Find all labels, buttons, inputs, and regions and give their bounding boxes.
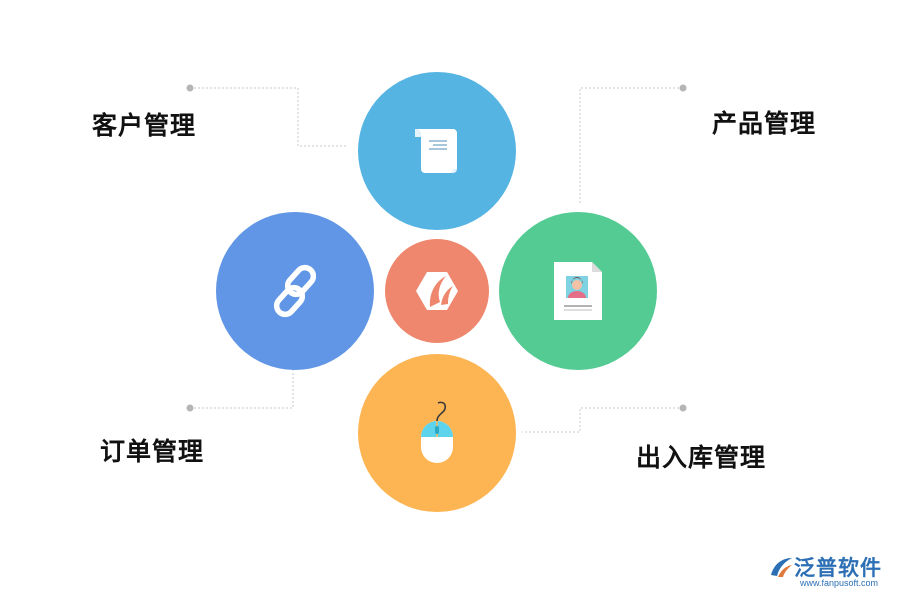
customer-management-label: 客户管理: [92, 111, 197, 140]
center-node: [385, 239, 489, 343]
product-management-label: 产品管理: [712, 109, 817, 138]
brand-logo: 泛普软件: [768, 552, 882, 582]
connector-dot: [679, 404, 687, 412]
customer-node: [358, 72, 516, 230]
product-node: [499, 212, 657, 370]
profile-card-icon: [554, 262, 602, 320]
mouse-icon: [421, 401, 453, 463]
connector-dot: [679, 84, 687, 92]
order-node: [216, 212, 374, 370]
connector-inventory: [522, 407, 683, 433]
connector-order: [190, 368, 294, 409]
link-icon: [273, 264, 317, 318]
brand-name: 泛普软件: [794, 556, 882, 580]
connector-customer: [190, 87, 346, 147]
connector-dot: [186, 84, 194, 92]
hexagon-logo-icon: [416, 272, 458, 310]
order-management-label: 订单管理: [100, 437, 205, 466]
brand-url: www.fanpusoft.com: [800, 578, 879, 588]
inventory-management-label: 出入库管理: [636, 443, 767, 472]
inventory-node: [358, 354, 516, 512]
scroll-icon: [415, 129, 457, 173]
connector-product: [579, 87, 683, 203]
brand-mark-icon: [771, 558, 792, 577]
connector-dot: [186, 404, 194, 412]
